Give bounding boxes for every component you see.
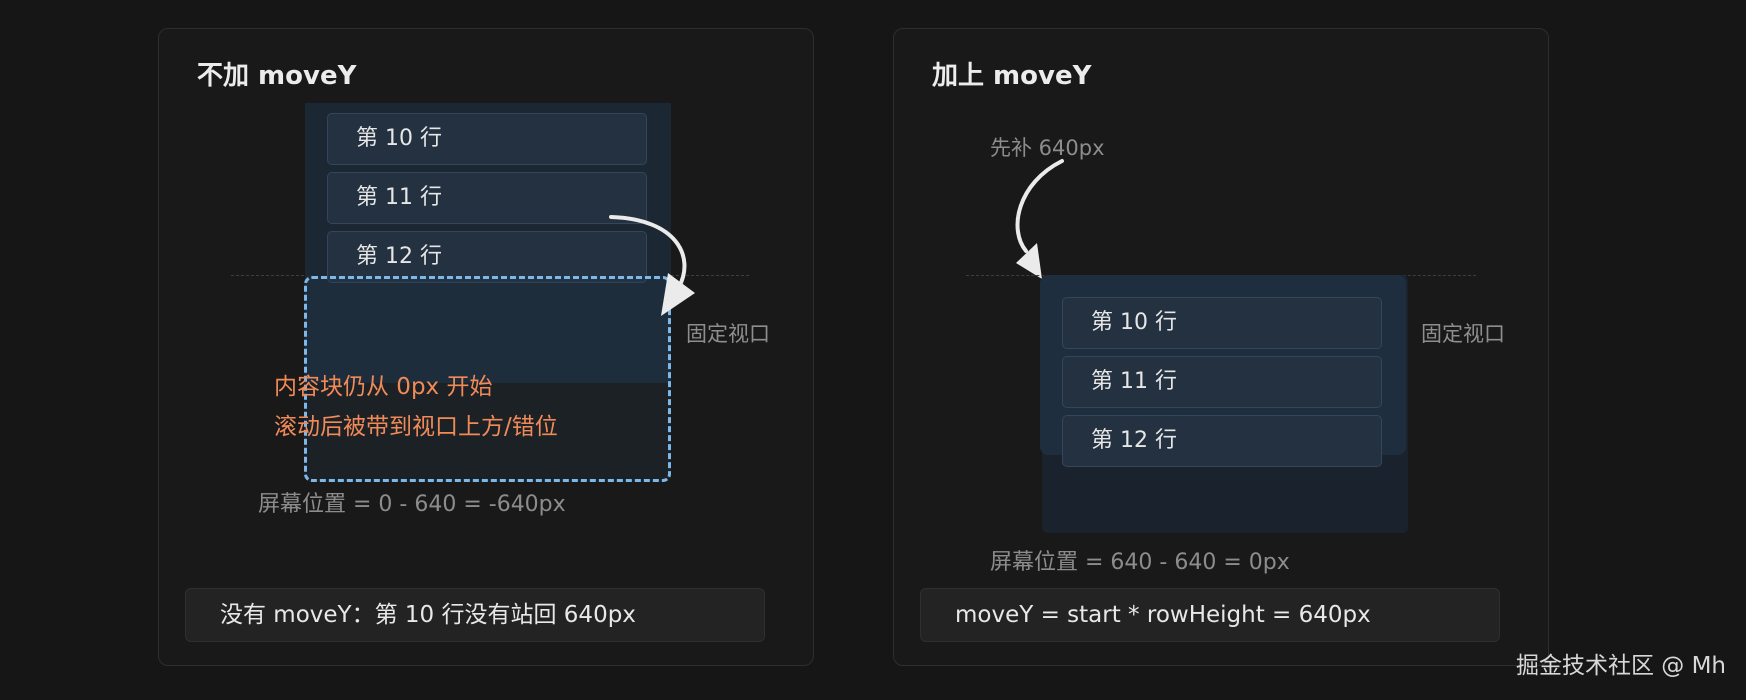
curved-arrow-icon xyxy=(609,215,695,316)
viewport-label: 固定视口 xyxy=(1421,322,1505,346)
watermark: 掘金技术社区 @ Mh xyxy=(1515,653,1726,679)
list-item: 第 10 行 xyxy=(1062,297,1382,349)
list-item: 第 11 行 xyxy=(327,172,647,224)
panel-title: 不加 moveY xyxy=(197,61,357,91)
panel-title: 加上 moveY xyxy=(932,61,1092,91)
viewport-outline xyxy=(304,276,671,482)
panel-without-movey: 不加 moveY 第 10 行 第 11 行 第 12 行 内容块仍从 0px … xyxy=(158,28,814,666)
list-item: 第 11 行 xyxy=(1062,356,1382,408)
viewport-label: 固定视口 xyxy=(686,322,770,346)
list-item: 第 12 行 xyxy=(1062,415,1382,467)
footer-note: 没有 moveY：第 10 行没有站回 640px xyxy=(185,588,765,642)
annotation-text: 滚动后被带到视口上方/错位 xyxy=(274,414,558,440)
list-item: 第 10 行 xyxy=(327,113,647,165)
panel-with-movey: 加上 moveY 先补 640px 第 10 行 第 11 行 第 12 行 固… xyxy=(893,28,1549,666)
annotation-text: 内容块仍从 0px 开始 xyxy=(274,374,493,400)
screen-position-text: 屏幕位置 = 0 - 640 = -640px xyxy=(258,492,566,517)
compensate-label: 先补 640px xyxy=(990,136,1105,160)
footer-note: moveY = start * rowHeight = 640px xyxy=(920,588,1500,642)
curved-arrow-icon xyxy=(1015,159,1064,279)
list-item: 第 12 行 xyxy=(327,231,647,283)
screen-position-text: 屏幕位置 = 640 - 640 = 0px xyxy=(990,550,1290,575)
